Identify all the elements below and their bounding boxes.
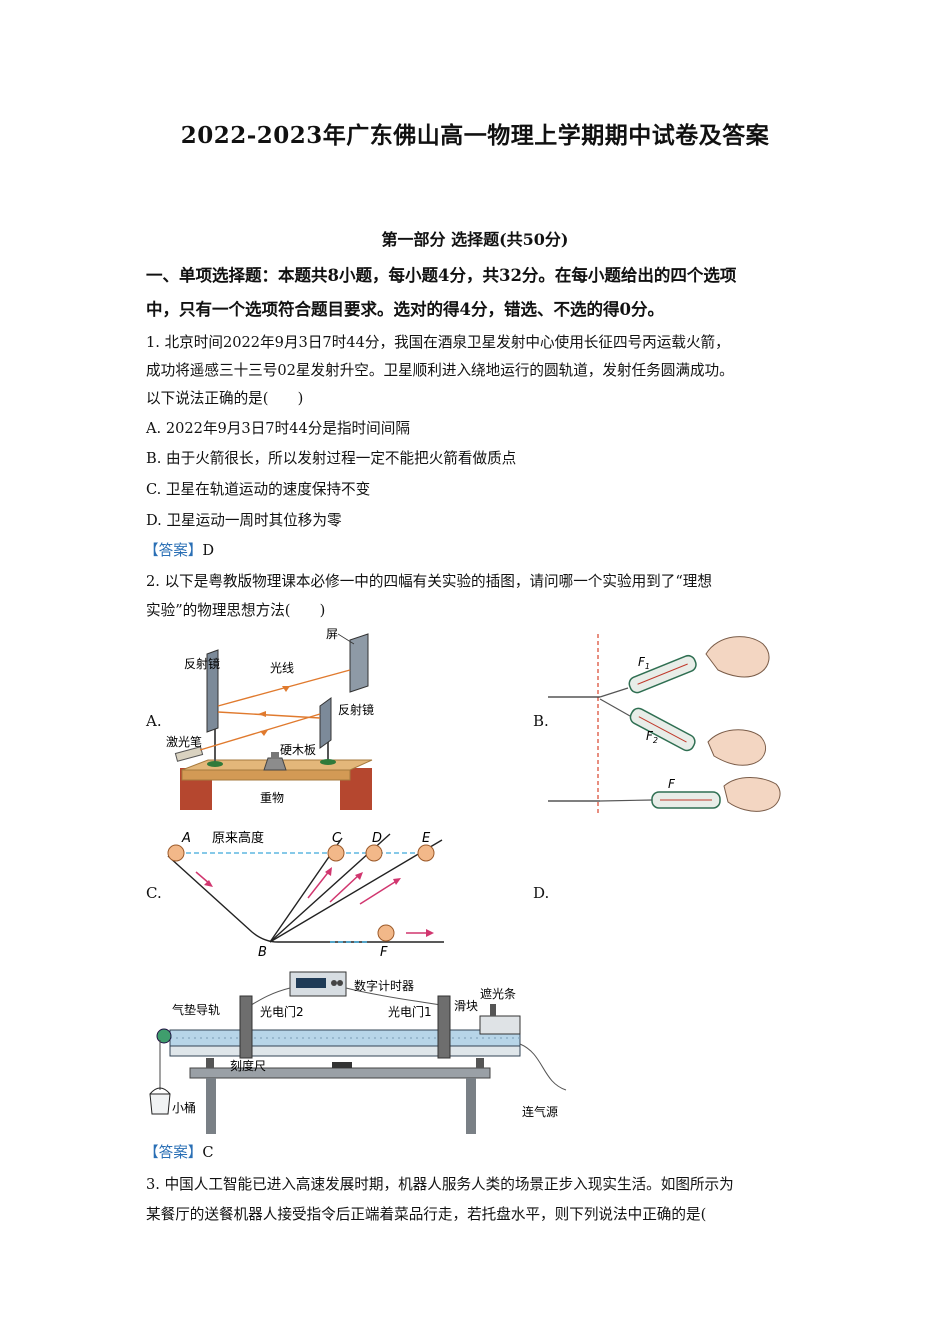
mirror-left <box>206 649 219 733</box>
option-label-d: D. <box>533 884 550 902</box>
label-mirror2: 反射镜 <box>338 702 374 717</box>
answer-tag: 【答案】 <box>144 1144 203 1161</box>
photogate-2 <box>239 995 253 1059</box>
figure-d-air-track: 数字计时器 遮光条 气垫导轨 光电门2 光电门1 滑块 刻度尺 连气源 小桶 <box>149 971 567 1134</box>
screen <box>349 633 369 693</box>
ball-f <box>377 924 395 942</box>
q1-option-b: B. 由于火箭很长，所以发射过程一定不能把火箭看做质点 <box>146 450 517 467</box>
figure-a-mirror-experiment: 屏 反射镜 光线 反射镜 激光笔 硬木板 重物 <box>166 627 374 810</box>
hand-icon <box>723 777 781 812</box>
label-shade: 遮光条 <box>480 986 516 1001</box>
ball-e <box>417 844 435 862</box>
label-slider: 滑块 <box>454 999 478 1013</box>
mirror-right <box>319 697 332 749</box>
point-e: E <box>422 831 431 846</box>
ball-a <box>167 844 185 862</box>
incline-curve <box>167 855 444 943</box>
point-d: D <box>372 831 382 846</box>
hand-icon <box>705 636 770 678</box>
point-b: B <box>258 945 267 958</box>
answer-tag: 【答案】 <box>144 542 203 559</box>
q2-answer: 【答案】C <box>144 1141 824 1162</box>
label-f1: F1 <box>638 655 650 671</box>
point-a: A <box>181 831 191 846</box>
q3-line1: 3. 中国人工智能已进入高速发展时期，机器人服务人类的场景正步入现实生活。如图所… <box>146 1176 734 1193</box>
weight-icon <box>263 757 287 771</box>
label-mirror1: 反射镜 <box>184 656 220 671</box>
answer-value: D <box>202 542 215 559</box>
q3-line2: 某餐厅的送餐机器人接受指令后正端着菜品行走，若托盘水平，则下列说法中正确的是( <box>146 1206 707 1223</box>
ball-c <box>327 844 345 862</box>
bucket-icon <box>149 1093 171 1115</box>
label-laser: 激光笔 <box>166 734 202 749</box>
q2-line2: 实验”的物理思想方法( ) <box>146 602 326 619</box>
label-light: 光线 <box>270 661 294 675</box>
option-label-c: C. <box>146 884 162 902</box>
section-heading-line1: 一、单项选择题：本题共8小题，每小题4分，共32分。在每小题给出的四个选项 <box>146 266 737 285</box>
label-f: F <box>668 777 676 791</box>
figure-c-ideal-experiment: 原来高度 A C D E B F <box>167 830 444 958</box>
laser-pen <box>174 746 204 762</box>
label-weight: 重物 <box>260 791 284 805</box>
label-f2: F2 <box>646 729 658 745</box>
option-label-a: A. <box>146 712 162 730</box>
photogate-1 <box>437 995 451 1059</box>
label-timer: 数字计时器 <box>354 978 414 993</box>
part-heading: 第一部分 选择题(共50分) <box>381 230 569 249</box>
pulley <box>156 1028 172 1044</box>
slider-block <box>479 1015 521 1035</box>
q1-answer: 【答案】D <box>144 539 824 560</box>
option-label-b: B. <box>533 712 549 730</box>
label-bucket: 小桶 <box>172 1100 196 1115</box>
q2-line1: 2. 以下是粤教版物理课本必修一中的四幅有关实验的插图，请问哪一个实验用到了“理… <box>146 573 712 590</box>
label-screen: 屏 <box>326 627 338 641</box>
q1-line1: 1. 北京时间2022年9月3日7时44分，我国在酒泉卫星发射中心使用长征四号丙… <box>146 334 730 351</box>
section-heading-line2: 中，只有一个选项符合题目要求。选对的得4分，错选、不选的得0分。 <box>146 300 664 319</box>
q1-option-c: C. 卫星在轨道运动的速度保持不变 <box>146 481 371 498</box>
label-board: 硬木板 <box>280 743 316 757</box>
label-track: 气垫导轨 <box>172 1002 220 1017</box>
page-title: 2022-2023年广东佛山高一物理上学期期中试卷及答案 <box>180 122 770 149</box>
point-f: F <box>380 945 388 958</box>
answer-value: C <box>202 1144 214 1161</box>
q1-line3: 以下说法正确的是( ) <box>146 390 304 407</box>
label-height: 原来高度 <box>212 830 264 846</box>
q1-option-a: A. 2022年9月3日7时44分是指时间间隔 <box>146 420 410 437</box>
q1-line2: 成功将遥感三十三号02星发射升空。卫星顺利进入绕地运行的圆轨道，发射任务圆满成功… <box>146 362 734 379</box>
ball-d <box>365 844 383 862</box>
label-gate2: 光电门2 <box>260 1004 304 1019</box>
q1-option-d: D. 卫星运动一周时其位移为零 <box>146 512 342 529</box>
label-ruler: 刻度尺 <box>230 1058 266 1073</box>
point-c: C <box>332 831 342 846</box>
label-gate1: 光电门1 <box>388 1004 432 1019</box>
figure-b-spring-scales: F1 F2 F <box>548 634 781 814</box>
label-air: 连气源 <box>522 1104 558 1119</box>
hand-icon <box>707 729 767 766</box>
